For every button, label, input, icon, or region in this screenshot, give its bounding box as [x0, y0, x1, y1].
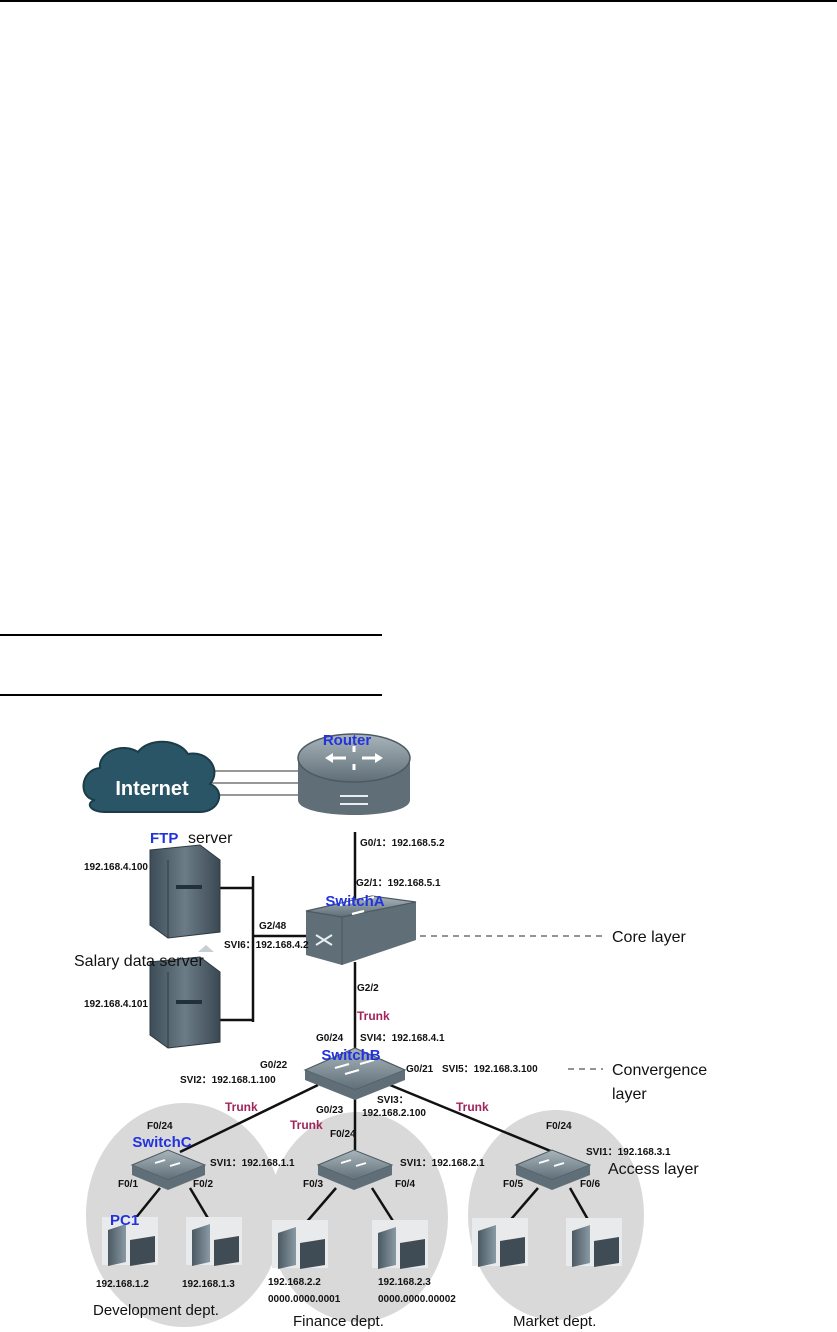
salary-server-label: Salary data server — [74, 953, 205, 970]
fin-pc1-mac-label: 0000.0000.0001 — [268, 1294, 341, 1305]
trunk-label-mkt: Trunk — [456, 1100, 489, 1114]
fin-f04-label: F0/4 — [395, 1179, 415, 1190]
mkt-f024-label: F0/24 — [546, 1121, 572, 1132]
fin-pc2-mac-label: 0000.0000.00002 — [378, 1294, 456, 1305]
switchc-f01-label: F0/1 — [118, 1179, 138, 1190]
fin-pc1-ip-label: 192.168.2.2 — [268, 1277, 321, 1288]
switchb-g023-label: G0/23 — [316, 1105, 344, 1116]
mkt-f06-label: F0/6 — [580, 1179, 600, 1190]
switchb-g024-label: G0/24 — [316, 1033, 344, 1044]
switch-icon — [514, 1149, 592, 1190]
switchb-svi4-label: SVI4：192.168.4.1 — [360, 1033, 445, 1044]
ftp-label-bold: FTP — [150, 830, 178, 847]
trunk-label-fin: Trunk — [290, 1118, 323, 1132]
pc-icon — [472, 1218, 528, 1267]
access-layer-label: Access layer — [608, 1161, 699, 1178]
pc1-ip-label: 192.168.1.2 — [96, 1279, 149, 1290]
switchc-label: SwitchC — [132, 1134, 191, 1151]
section-rule-lower — [0, 694, 382, 696]
switcha-g22-label: G2/2 — [357, 983, 379, 994]
section-rule-upper — [0, 634, 382, 636]
switchb-mktswitch-link — [389, 1083, 554, 1154]
server-icon — [149, 844, 221, 939]
salary-ip-label: 192.168.4.101 — [84, 999, 148, 1010]
switchc-svi1-label: SVI1：192.168.1.1 — [210, 1158, 295, 1169]
server-icon — [149, 956, 221, 1049]
switcha-g248-label: G2/48 — [259, 921, 287, 932]
switchb-g021-label: G0/21 — [406, 1064, 434, 1075]
fin-dept-label: Finance dept. — [293, 1313, 384, 1330]
fin-dept-ellipse — [268, 1112, 448, 1322]
separator-arrow-icon — [198, 945, 214, 952]
switchb-svi3-label: SVI3： — [377, 1095, 409, 1106]
mkt-f05-label: F0/5 — [503, 1179, 523, 1190]
switcha-label: SwitchA — [325, 893, 384, 910]
ftp-ip-label: 192.168.4.100 — [84, 862, 148, 873]
ftp-label-rest: server — [188, 830, 233, 847]
switcha-svi6-label: SVI6：192.168.4.2 — [224, 940, 309, 951]
fin-f024-label: F0/24 — [330, 1129, 356, 1140]
pc-icon — [566, 1218, 622, 1267]
fin-f03-label: F0/3 — [303, 1179, 323, 1190]
pc2-ip-label: 192.168.1.3 — [182, 1279, 235, 1290]
switchc-f024-label: F0/24 — [147, 1121, 173, 1132]
switchb-switchc-link — [179, 1083, 319, 1154]
switchb-svi5-label: SVI5：192.168.3.100 — [442, 1064, 538, 1075]
switchc-f02-label: F0/2 — [193, 1179, 213, 1190]
cloud-icon — [82, 740, 221, 813]
pc-icon — [372, 1220, 428, 1269]
mkt-dept-ellipse — [468, 1110, 644, 1320]
router-g01-label: G0/1：192.168.5.2 — [360, 838, 445, 849]
switchb-svi3-ip-label: 192.168.2.100 — [362, 1108, 426, 1119]
convergence-layer-label-2: layer — [612, 1086, 647, 1103]
trunk-label-dev: Trunk — [225, 1100, 258, 1114]
switch-icon — [316, 1149, 394, 1190]
pc-icon — [102, 1217, 158, 1266]
switch-icon — [305, 895, 417, 965]
fin-svi1-label: SVI1：192.168.2.1 — [400, 1158, 485, 1169]
switchb-g022-label: G0/22 — [260, 1060, 288, 1071]
mkt-dept-label: Market dept. — [513, 1313, 596, 1330]
pc-icon — [186, 1217, 242, 1266]
router-label: Router — [323, 732, 371, 749]
switch-icon — [303, 1047, 407, 1100]
router-icon — [297, 733, 411, 815]
trunk-label-core: Trunk — [357, 1009, 390, 1023]
switch-icon — [130, 1149, 207, 1190]
top-rule — [0, 0, 837, 2]
internet-label: Internet — [115, 778, 189, 800]
mkt-svi1-label: SVI1：192.168.3.1 — [586, 1147, 671, 1158]
dev-dept-label: Development dept. — [93, 1302, 219, 1319]
fin-pc2-ip-label: 192.168.2.3 — [378, 1277, 431, 1288]
switchb-svi2-label: SVI2：192.168.1.100 — [180, 1075, 276, 1086]
pc1-label: PC1 — [110, 1212, 139, 1229]
core-layer-label: Core layer — [612, 929, 686, 946]
switchb-label: SwitchB — [321, 1047, 380, 1064]
pc-icon — [272, 1220, 328, 1269]
convergence-layer-label-1: Convergence — [612, 1062, 707, 1079]
switcha-g21-label: G2/1：192.168.5.1 — [356, 878, 441, 889]
dev-dept-ellipse — [86, 1103, 282, 1327]
